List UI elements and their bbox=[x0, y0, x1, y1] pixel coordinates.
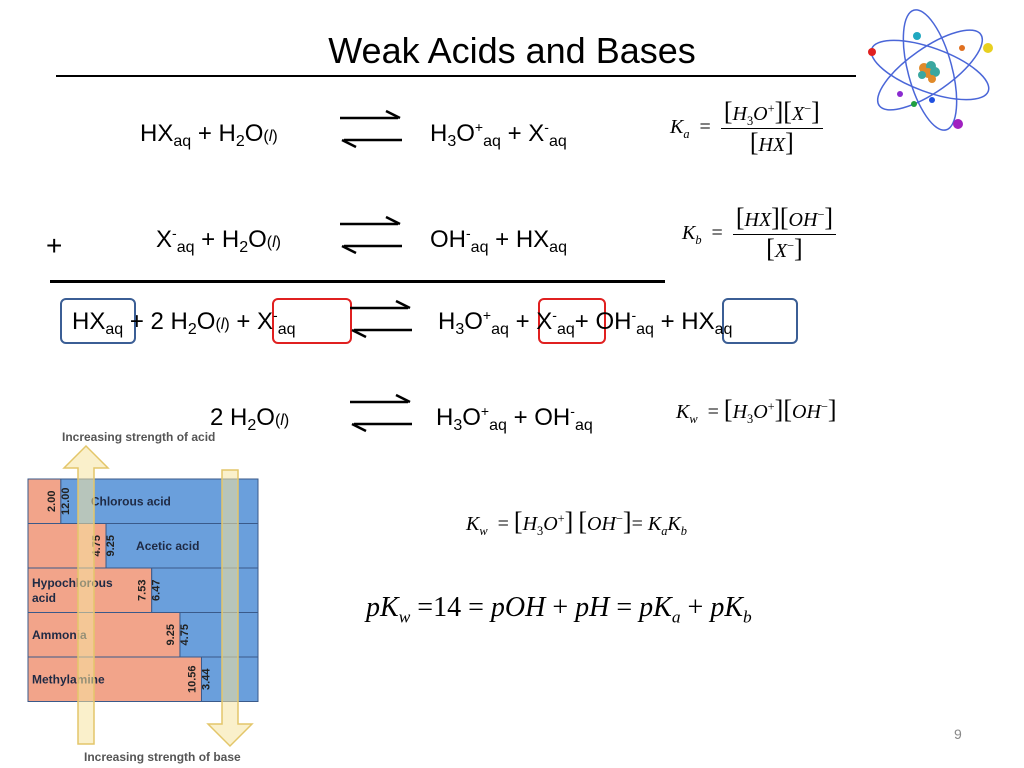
reaction-water-autoionization: 2 H2O(l) bbox=[210, 404, 290, 434]
plus-sign: + bbox=[46, 230, 63, 261]
pkb-label-4: 3.44 bbox=[200, 668, 212, 690]
base-region-3 bbox=[27, 612, 181, 658]
pka-label-0: 2.00 bbox=[46, 491, 58, 512]
pka-label-4: 10.56 bbox=[186, 665, 198, 693]
acid-region-2 bbox=[151, 567, 259, 613]
equilibrium-arrows-4 bbox=[350, 393, 412, 433]
pkb-label-2: 6.47 bbox=[151, 580, 163, 601]
reaction-combined-reactants: HXaq + 2 H2O(l) + X-aq bbox=[72, 307, 296, 338]
pka-label-2: 7.53 bbox=[137, 580, 149, 601]
slide-number: 9 bbox=[954, 726, 962, 742]
kw-expression: Kw = [H3O+][OH−] bbox=[676, 395, 837, 426]
equilibrium-arrows-2 bbox=[340, 215, 402, 255]
base-strength-label: Increasing strength of base bbox=[84, 750, 241, 764]
x-highlight-right bbox=[538, 298, 606, 344]
ka-expression: Ka = [H3O+][X−] [HX] bbox=[670, 99, 823, 157]
pkb-label-0: 12.00 bbox=[60, 487, 72, 515]
title-underline bbox=[56, 75, 856, 77]
kb-expression: Kb = [HX][OH−] [X−] bbox=[682, 205, 837, 263]
hx-highlight-left bbox=[60, 298, 136, 344]
acid-strength-label: Increasing strength of acid bbox=[62, 430, 216, 444]
acid-region-3 bbox=[179, 612, 259, 658]
kw-ka-kb-relation: Kw = [H3O+] [OH−]= KaKb bbox=[466, 507, 687, 538]
pkb-label-1: 9.25 bbox=[105, 535, 117, 556]
compound-name-0: Chlorous acid bbox=[91, 494, 171, 508]
reaction-combined-products: H3O+aq + X-aq+ OH-aq + HXaq bbox=[438, 307, 733, 338]
x-highlight-left bbox=[272, 298, 352, 344]
reaction-acid-products: H3O+aq + X-aq bbox=[430, 119, 567, 150]
base-region-4 bbox=[27, 656, 202, 702]
base-strength-arrow bbox=[206, 469, 254, 748]
base-region-0 bbox=[27, 478, 62, 524]
compound-name-3: Ammonia bbox=[32, 628, 87, 642]
reaction-acid-dissociation: HXaq + H2O(l) bbox=[140, 120, 278, 150]
sum-line bbox=[50, 280, 665, 283]
compound-name-1: Acetic acid bbox=[136, 539, 199, 553]
pkw-relation: pKw =14 = pOH + pH = pKa + pKb bbox=[366, 592, 752, 627]
equilibrium-arrows-3 bbox=[350, 299, 412, 339]
hx-highlight-right bbox=[722, 298, 798, 344]
compound-name-2: acid bbox=[32, 591, 56, 605]
atom-icon bbox=[868, 9, 993, 131]
pkb-label-3: 4.75 bbox=[179, 624, 191, 645]
slide-title: Weak Acids and Bases bbox=[328, 30, 696, 71]
reaction-base-products: OH-aq + HXaq bbox=[430, 225, 567, 256]
reaction-base-hydrolysis: X-aq + H2O(l) bbox=[156, 225, 281, 256]
equilibrium-arrows-1 bbox=[340, 109, 402, 149]
compound-name-2: Hypochlorous bbox=[32, 576, 113, 590]
acid-strength-arrow bbox=[62, 444, 110, 745]
reaction-water-products: H3O+aq + OH-aq bbox=[436, 403, 593, 434]
pka-label-3: 9.25 bbox=[165, 624, 177, 645]
